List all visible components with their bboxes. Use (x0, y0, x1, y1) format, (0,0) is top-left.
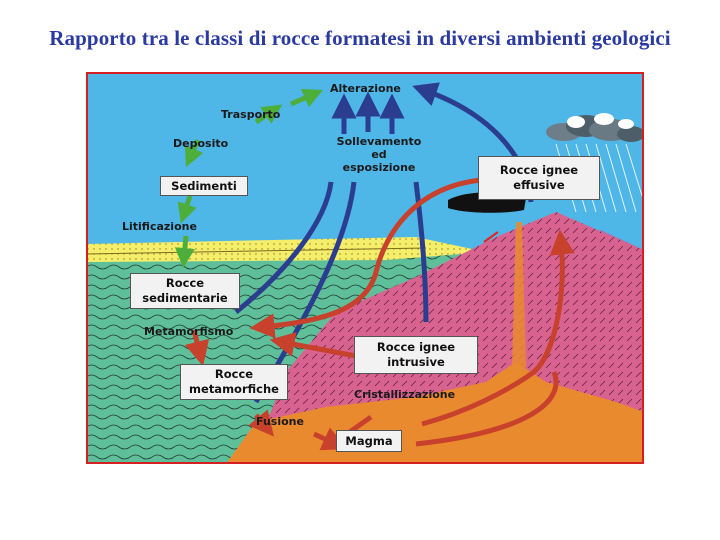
rock-cycle-diagram: Alterazione Trasporto Deposito Sollevame… (86, 72, 644, 464)
label-alterazione: Alterazione (330, 82, 401, 95)
diagram-artwork (86, 72, 644, 464)
label-litificazione: Litificazione (122, 220, 197, 233)
page-title: Rapporto tra le classi di rocce formates… (49, 26, 671, 50)
label-cristallizzazione: Cristallizzazione (354, 388, 456, 401)
box-rocce-sedimentarie: Rocce sedimentarie (130, 273, 240, 309)
box-rocce-ignee-intrusive: Rocce ignee intrusive (354, 336, 478, 374)
label-metamorfismo: Metamorfismo (144, 325, 234, 338)
green-arrows (174, 88, 324, 268)
uplift-arrows (331, 91, 405, 134)
red-arrows (184, 177, 575, 451)
box-magma: Magma (336, 430, 402, 452)
label-deposito: Deposito (173, 137, 229, 150)
box-sedimenti: Sedimenti (160, 176, 248, 196)
box-rocce-metamorfiche: Rocce metamorfiche (180, 364, 288, 400)
box-rocce-ignee-effusive: Rocce ignee effusive (478, 156, 600, 200)
label-fusione: Fusione (256, 415, 304, 428)
label-sollevamento: Sollevamento ed esposizione (336, 135, 422, 174)
diagram-frame (86, 72, 644, 464)
label-trasporto: Trasporto (221, 108, 281, 121)
